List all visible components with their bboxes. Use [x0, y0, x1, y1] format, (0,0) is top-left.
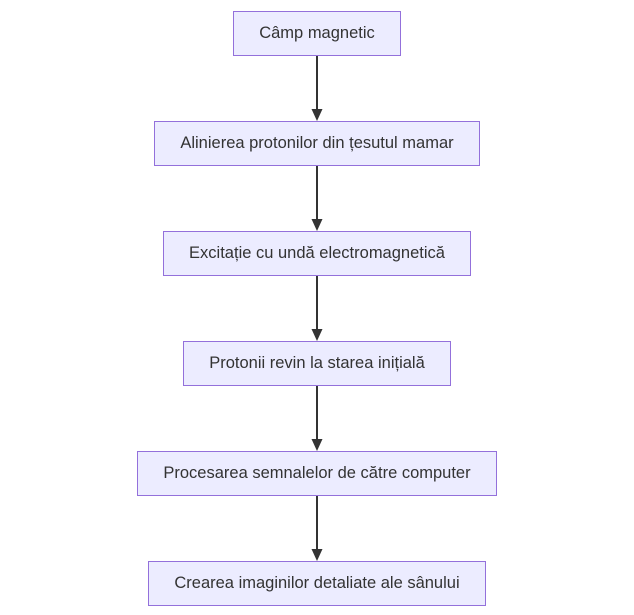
flow-node-excitatie: Excitație cu undă electromagnetică [163, 231, 471, 276]
arrow-down-icon [311, 276, 323, 341]
flow-node-label: Câmp magnetic [259, 24, 375, 43]
arrow-down-icon [311, 166, 323, 231]
arrow-down-icon [311, 496, 323, 561]
flow-node-protonii-revin: Protonii revin la starea inițială [183, 341, 451, 386]
flow-node-label: Protonii revin la starea inițială [209, 354, 425, 373]
arrow-down-icon [311, 386, 323, 451]
flow-node-label: Procesarea semnalelor de către computer [163, 464, 471, 483]
flow-node-label: Crearea imaginilor detaliate ale sânului [174, 574, 460, 593]
flow-node-alinierea-protonilor: Alinierea protonilor din țesutul mamar [154, 121, 480, 166]
flow-node-procesarea-semnalelor: Procesarea semnalelor de către computer [137, 451, 497, 496]
flow-node-label: Excitație cu undă electromagnetică [189, 244, 445, 263]
flow-node-label: Alinierea protonilor din țesutul mamar [180, 134, 454, 153]
flow-node-crearea-imaginilor: Crearea imaginilor detaliate ale sânului [148, 561, 486, 606]
arrow-down-icon [311, 56, 323, 121]
flow-node-camp-magnetic: Câmp magnetic [233, 11, 401, 56]
